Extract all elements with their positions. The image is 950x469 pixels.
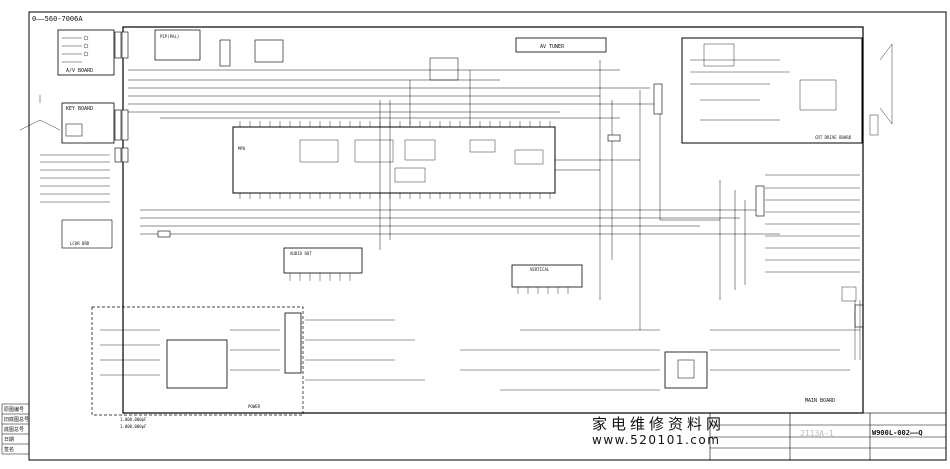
av-board-box [57,29,115,76]
tuner-box [515,37,607,53]
audio-out-box [283,247,363,274]
main-ic-pins [239,121,551,199]
note-line-1: 1.000,000pF [120,417,147,422]
led-board-label: LCUR BRD [70,241,90,246]
margin-label-5: 签名 [4,446,14,453]
main-ic-label: MPU [238,146,246,151]
watermark-url: www.520101.com [592,433,720,447]
main-board-label: MAIN BOARD [805,398,835,404]
margin-label-3: 底图总号 [4,426,24,433]
model-number: W900L-002——Q [872,429,923,437]
tuner-label: AV TUNER [540,44,565,50]
pip-label: PIP(PAL) [160,34,179,39]
bus-lines [128,60,780,330]
watermark-cn: 家电维修资料网 [592,415,725,433]
title-block [709,412,947,461]
vertical-out-label: VERTICAL [530,267,550,272]
doc-code: 0——560-7006A [32,15,83,23]
main-ic-box [232,126,556,194]
av-board-label: A/V BOARD [66,68,93,74]
audio-out-label: AUDIO OUT [290,251,312,256]
drawing-number: 2113A-1 [800,429,834,438]
left-margin-block [1,403,30,455]
crt-drive-label: CRT DRIVE BOARD [815,135,852,140]
note-line-2: 1.000,000pF [120,424,147,429]
margin-label-2: 旧底图总号 [4,416,29,423]
power-supply-label: POWER [248,404,261,409]
margin-label-4: 日期 [4,437,14,443]
margin-label-1: 原图编号 [4,406,24,413]
left-connectors [114,31,129,163]
crt-drive-box [681,37,863,144]
left-signal-lines [19,95,110,203]
flyback-box [664,351,708,389]
led-board-box [61,219,113,249]
center-connectors [157,83,765,238]
key-board-label: KEY BOARD [66,106,93,112]
main-board-outline [122,26,864,414]
pip-box [154,29,201,61]
key-board-box [61,102,115,144]
power-supply-box [91,306,304,416]
vertical-out-box [511,264,583,288]
outer-border [28,11,947,461]
